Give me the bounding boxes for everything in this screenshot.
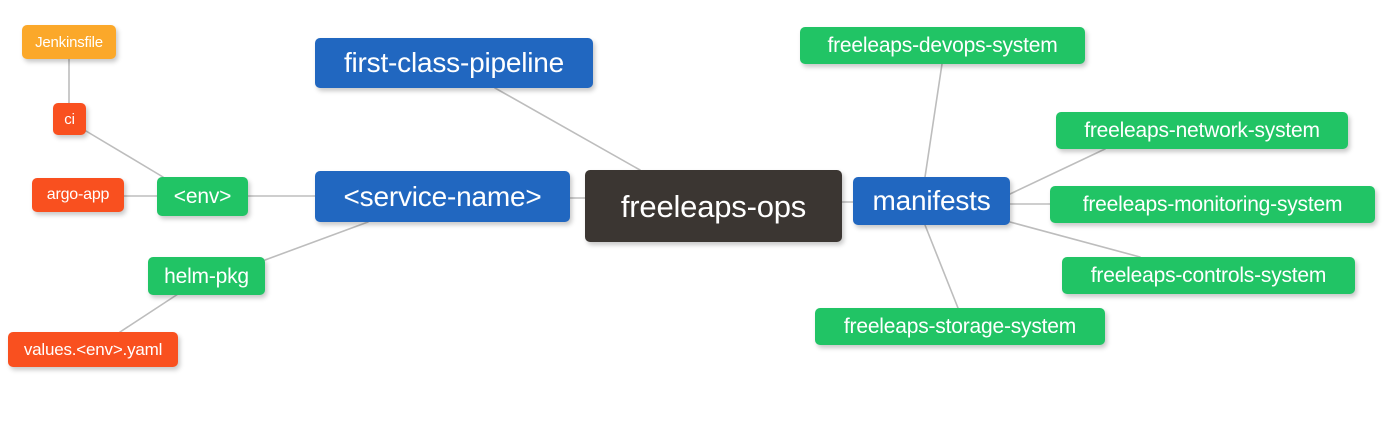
node-first-class-pipeline[interactable]: first-class-pipeline [315, 38, 593, 88]
node-env[interactable]: <env> [157, 177, 248, 216]
node-label-freeleaps-monitoring-system: freeleaps-monitoring-system [1082, 193, 1343, 216]
node-jenkinsfile[interactable]: Jenkinsfile [22, 25, 116, 59]
edge-manifests-to-freeleaps-devops-system [924, 63, 943, 178]
node-ci[interactable]: ci [53, 103, 86, 135]
node-manifests[interactable]: manifests [853, 177, 1010, 225]
edge-manifests-to-freeleaps-controls-system [1009, 221, 1141, 258]
node-label-ci: ci [64, 110, 75, 128]
node-label-freeleaps-network-system: freeleaps-network-system [1084, 119, 1320, 142]
edge-first-class-pipeline-to-freeleaps-ops [494, 87, 641, 171]
edge-ci-to-env [85, 130, 164, 178]
node-label-manifests: manifests [872, 185, 991, 216]
node-label-first-class-pipeline: first-class-pipeline [343, 47, 565, 78]
node-label-helm-pkg: helm-pkg [164, 264, 249, 288]
node-freeleaps-devops-system[interactable]: freeleaps-devops-system [800, 27, 1085, 64]
node-label-freeleaps-controls-system: freeleaps-controls-system [1090, 264, 1327, 287]
node-service-name[interactable]: <service-name> [315, 171, 570, 222]
node-label-freeleaps-storage-system: freeleaps-storage-system [843, 315, 1077, 338]
node-label-argo-app: argo-app [46, 186, 110, 203]
edge-helm-pkg-to-values-yaml [119, 293, 179, 333]
node-freeleaps-network-system[interactable]: freeleaps-network-system [1056, 112, 1348, 149]
node-label-freeleaps-devops-system: freeleaps-devops-system [827, 34, 1058, 57]
node-label-service-name: <service-name> [343, 180, 542, 212]
node-freeleaps-controls-system[interactable]: freeleaps-controls-system [1062, 257, 1355, 294]
edge-service-name-to-helm-pkg [264, 221, 369, 261]
node-freeleaps-ops[interactable]: freeleaps-ops [585, 170, 842, 242]
node-label-env: <env> [173, 185, 232, 208]
node-label-jenkinsfile: Jenkinsfile [35, 33, 103, 51]
node-freeleaps-storage-system[interactable]: freeleaps-storage-system [815, 308, 1105, 345]
node-values-yaml[interactable]: values.<env>.yaml [8, 332, 178, 367]
node-helm-pkg[interactable]: helm-pkg [148, 257, 265, 295]
node-label-values-yaml: values.<env>.yaml [23, 340, 163, 359]
node-argo-app[interactable]: argo-app [32, 178, 124, 212]
node-label-freeleaps-ops: freeleaps-ops [620, 188, 807, 224]
edge-manifests-to-freeleaps-storage-system [924, 224, 959, 309]
node-freeleaps-monitoring-system[interactable]: freeleaps-monitoring-system [1050, 186, 1375, 223]
